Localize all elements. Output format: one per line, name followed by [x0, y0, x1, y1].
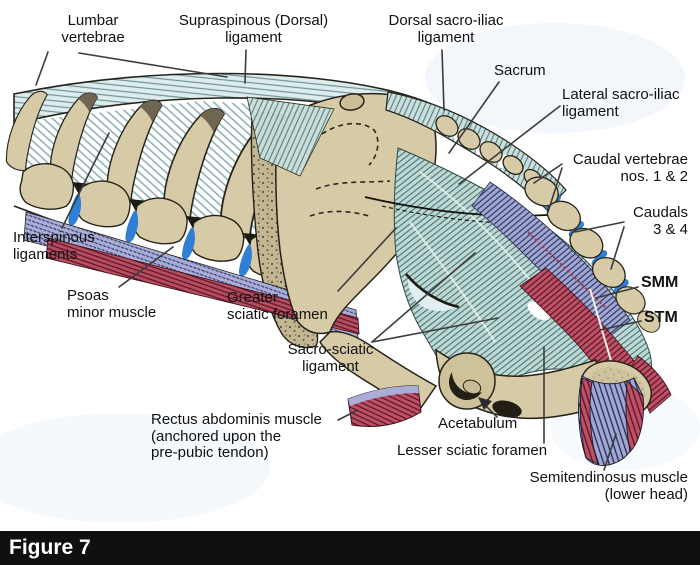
rectus-lavender-edge [348, 385, 419, 406]
label-greater-sciatic: Greater sciatic foramen [227, 289, 328, 323]
leader-lumbar-a [35, 51, 49, 86]
label-interspinous: Interspinous ligaments [13, 229, 95, 263]
leader-sacrosciatic-b [371, 317, 499, 343]
leader-caudals34-b [610, 226, 625, 270]
acetabulum-arrow [478, 397, 498, 418]
ligament-oval-opening [527, 301, 551, 321]
label-stm: STM [644, 309, 678, 326]
leader-greater-sciatic [337, 227, 397, 292]
attachment-dashed-lines [309, 122, 391, 217]
leader-semitendinosus [603, 433, 617, 471]
leader-supraspinous [244, 49, 247, 84]
label-lumbar-vertebrae: Lumbar vertebrae [61, 12, 125, 46]
caudal-muscle-band [471, 181, 631, 345]
leader-lumbar-b [78, 52, 228, 78]
label-sacrum: Sacrum [494, 62, 546, 79]
leader-caudals34-a [574, 221, 625, 233]
leader-lines [35, 49, 642, 471]
label-dorsal-sacroiliac: Dorsal sacro-iliac ligament [388, 12, 504, 46]
leader-stm [599, 320, 642, 331]
label-caudal-vertebrae-1-2: Caudal vertebrae nos. 1 & 2 [572, 151, 688, 185]
leader-psoas [118, 246, 174, 288]
figure-caption: Figure 7 [9, 536, 91, 559]
label-psoas-minor: Psoas minor muscle [67, 287, 157, 321]
label-lesser-sciatic: Lesser sciatic foramen [397, 442, 548, 459]
leader-sacrosciatic-a [371, 252, 476, 343]
label-rectus-abdominis: Rectus abdominis muscle (anchored upon t… [151, 411, 322, 461]
leader-smm [595, 286, 639, 299]
leader-interspinous [61, 132, 110, 229]
leader-lateral-si [458, 105, 561, 185]
figure-caption-bar: Figure 7 [0, 531, 700, 565]
leader-rectus [337, 409, 359, 421]
leader-sacrum [448, 81, 500, 154]
label-lateral-sacroiliac: Lateral sacro-iliac ligament [562, 86, 680, 120]
label-semitendinosus: Semitendinosus muscle (lower head) [529, 469, 688, 503]
anatomy-illustration [0, 23, 685, 471]
label-smm: SMM [641, 274, 679, 291]
crest-ligament-flap [246, 96, 335, 177]
label-caudals-3-4: Caudals 3 & 4 [632, 204, 688, 238]
red-dotted-seam [527, 231, 607, 309]
leader-dorsal-si [441, 49, 445, 111]
leader-caudal12-a [533, 163, 563, 184]
label-sacro-sciatic: Sacro-sciatic ligament [287, 341, 374, 375]
rectus-abdominis-stub [347, 385, 422, 427]
semitendinosus-muscle [578, 375, 644, 466]
obturator-foramen [492, 400, 522, 418]
acetabulum-socket [438, 352, 522, 418]
tuber-sacrale [339, 93, 365, 111]
leader-caudal12-b [547, 167, 563, 213]
psoas-minor-red-band [45, 237, 360, 335]
label-supraspinous: Supraspinous (Dorsal) ligament [178, 12, 329, 46]
label-acetabulum: Acetabulum [438, 415, 518, 432]
